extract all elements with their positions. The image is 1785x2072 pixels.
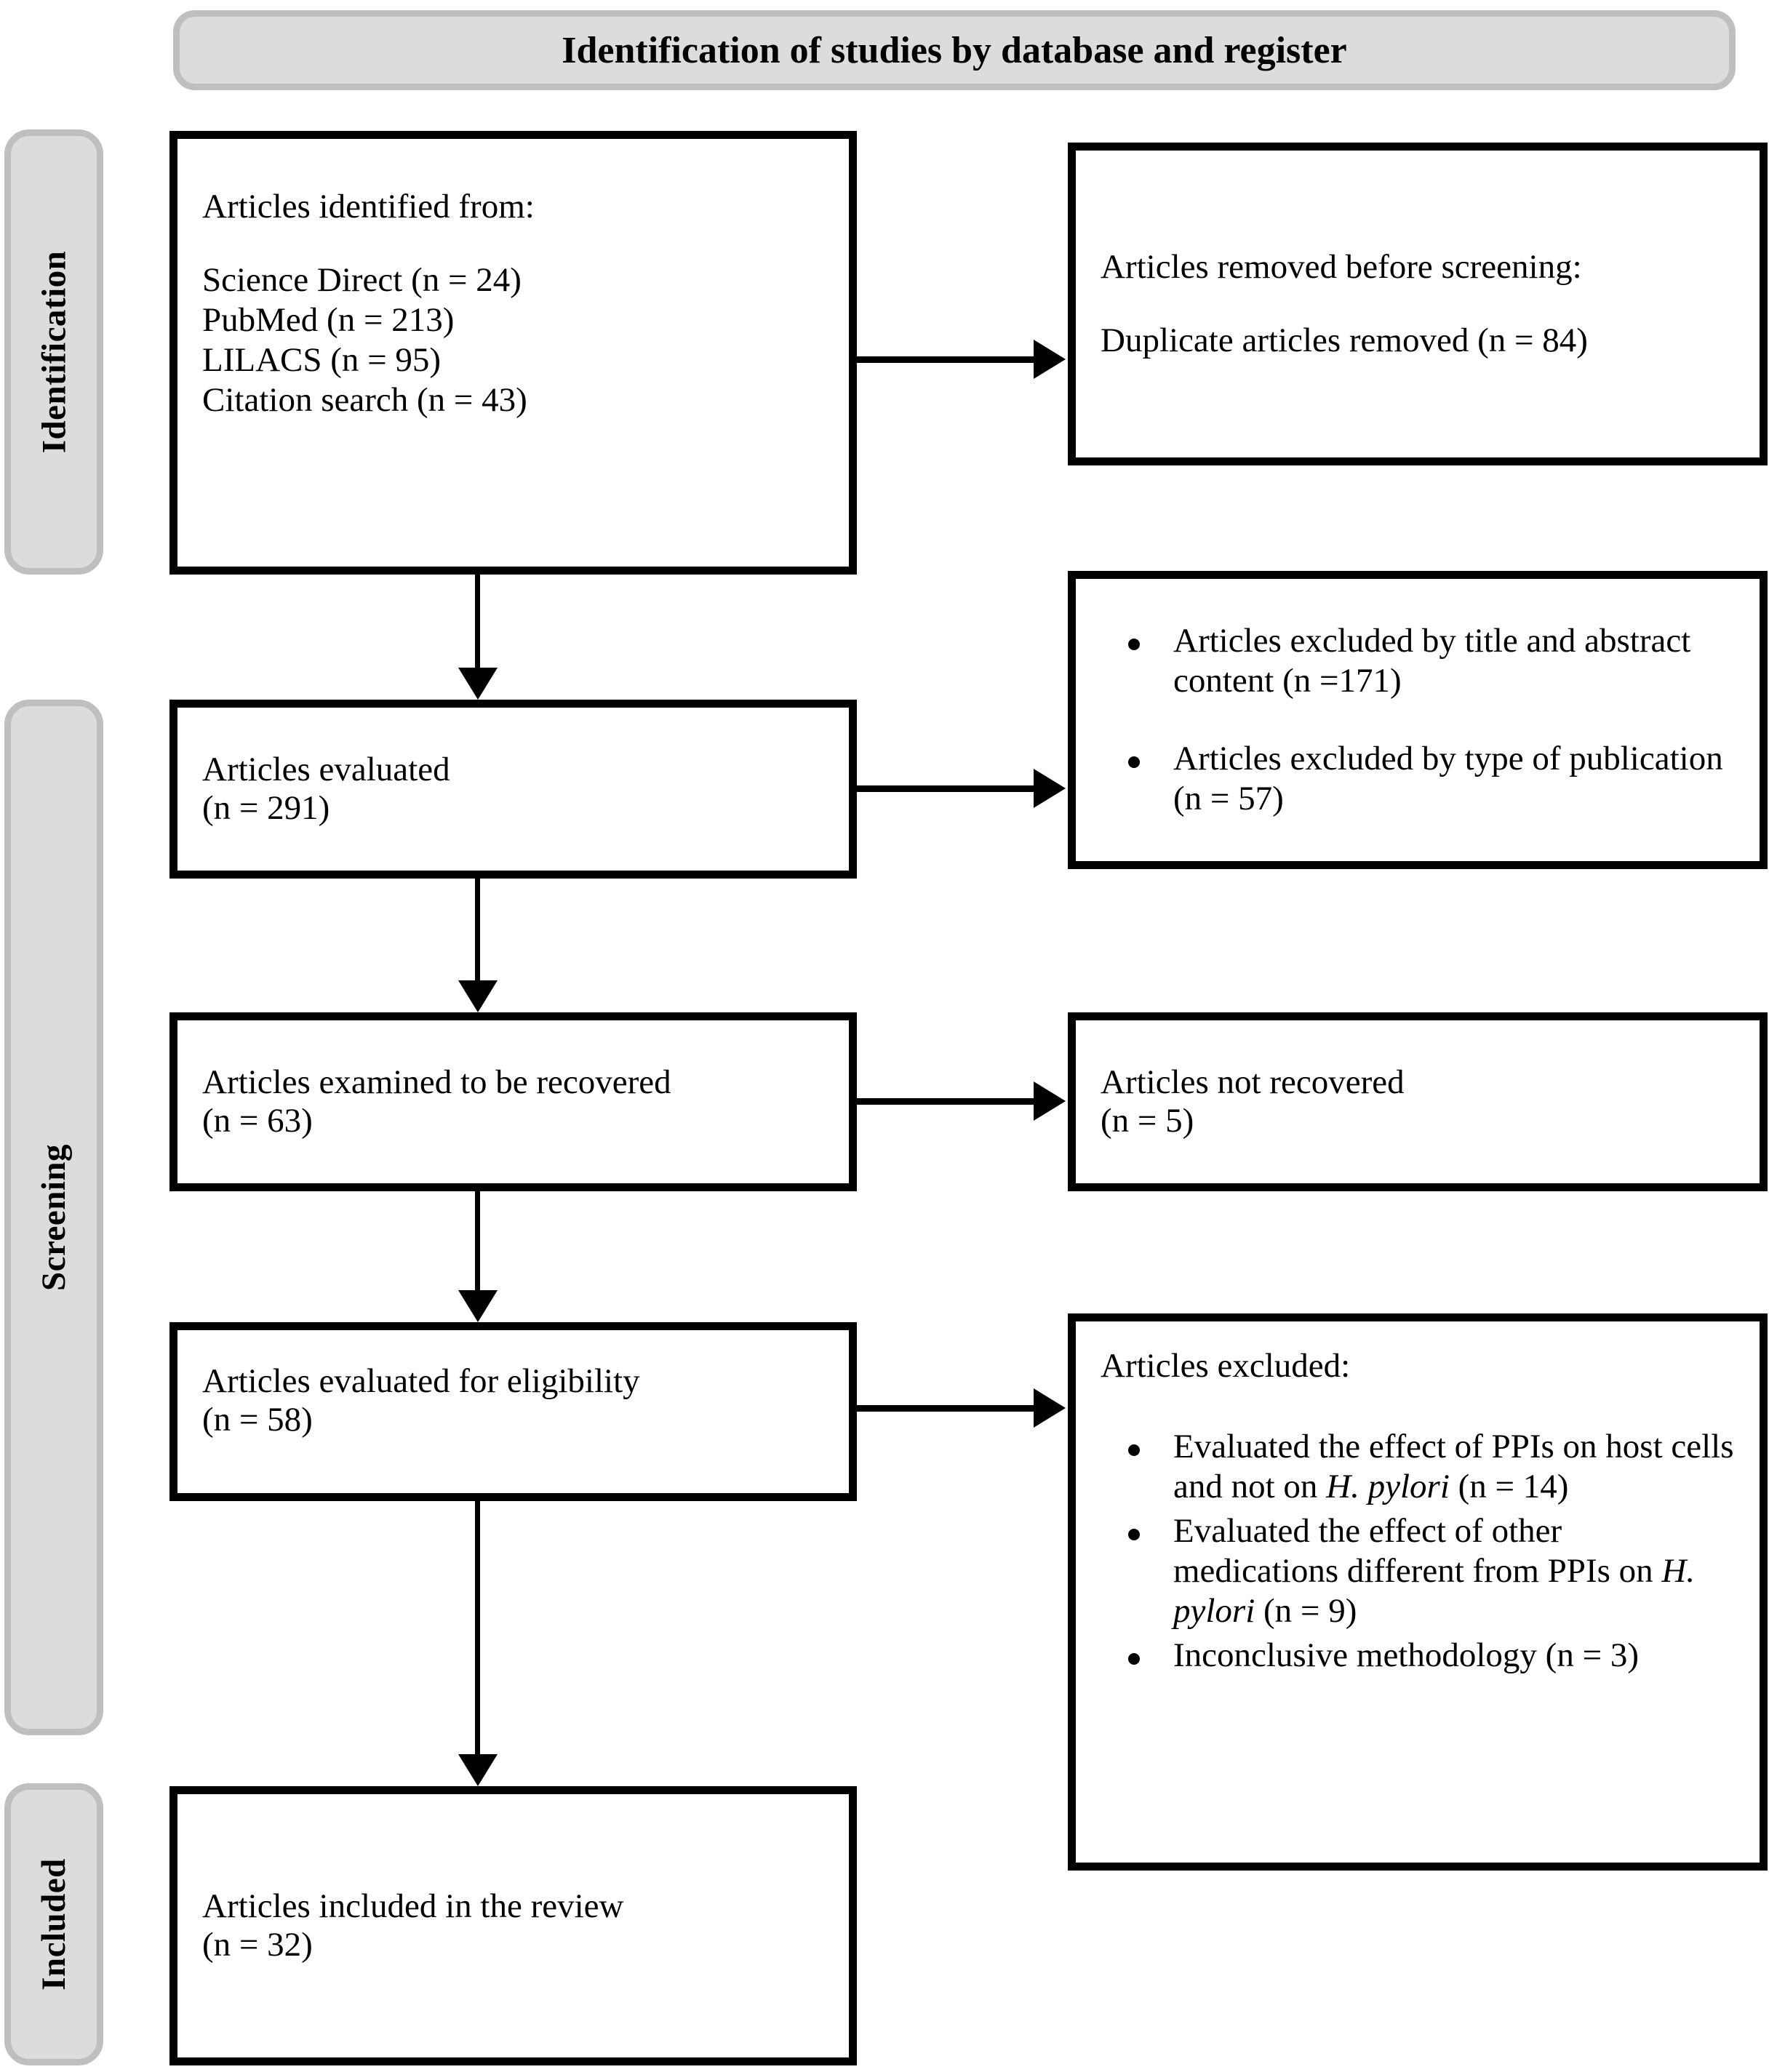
excluded-eligibility-item: Evaluated the effect of other medication… xyxy=(1101,1511,1735,1631)
excluded-screening-item: Articles excluded by type of publication… xyxy=(1101,739,1735,819)
box-articles-not-recovered: Articles not recovered (n = 5) xyxy=(1068,1012,1768,1191)
excluded-eligibility-heading: Articles excluded: xyxy=(1101,1347,1351,1385)
species-name-italic: H. pylori xyxy=(1173,1551,1696,1630)
arrow-examined-to-notrecovered-line xyxy=(857,1098,1036,1105)
arrow-eligibility-to-excluded-head xyxy=(1034,1388,1066,1428)
banner-title: Identification of studies by database an… xyxy=(562,29,1347,71)
arrow-evaluated-to-examined-head xyxy=(458,980,498,1012)
box-articles-excluded-screening: Articles excluded by title and abstract … xyxy=(1068,571,1768,869)
box-articles-included-review: Articles included in the review (n = 32) xyxy=(169,1786,857,2065)
phase-label-identification: Identification xyxy=(35,250,73,454)
included-line-1: Articles included in the review xyxy=(202,1887,624,1926)
identified-heading: Articles identified from: xyxy=(202,188,535,225)
included-line-2: (n = 32) xyxy=(202,1926,313,1964)
phase-label-screening: Screening xyxy=(35,1143,73,1292)
species-name-italic: H. pylori xyxy=(1326,1467,1450,1505)
excluded-eligibility-text-pre: Inconclusive methodology (n = 3) xyxy=(1173,1636,1639,1674)
arrow-examined-to-notrecovered-head xyxy=(1034,1081,1066,1121)
box-articles-eligibility: Articles evaluated for eligibility (n = … xyxy=(169,1322,857,1501)
identified-source-0: Science Direct (n = 24) xyxy=(202,260,522,299)
phase-bar-included: Included xyxy=(4,1783,103,2065)
arrow-eligibility-to-included-line xyxy=(475,1501,480,1757)
arrow-examined-to-eligibility-line xyxy=(475,1191,480,1293)
excluded-eligibility-text-post: (n = 14) xyxy=(1449,1467,1569,1505)
box-articles-identified: Articles identified from: Science Direct… xyxy=(169,131,857,575)
excluded-eligibility-list: Evaluated the effect of PPIs on host cel… xyxy=(1101,1427,1735,1676)
arrow-evaluated-to-excluded-head xyxy=(1034,769,1066,808)
eligibility-line-2: (n = 58) xyxy=(202,1400,313,1439)
excluded-eligibility-text-pre: Evaluated the effect of other medication… xyxy=(1173,1511,1662,1590)
arrow-identified-to-removed-head xyxy=(1034,340,1066,379)
phase-bar-screening: Screening xyxy=(4,700,103,1735)
phase-label-included: Included xyxy=(35,1858,73,1991)
not-recovered-line-1: Articles not recovered xyxy=(1101,1063,1405,1102)
evaluated-line-2: (n = 291) xyxy=(202,789,330,827)
identified-source-3: Citation search (n = 43) xyxy=(202,380,527,419)
examined-line-2: (n = 63) xyxy=(202,1102,313,1140)
arrow-identified-to-evaluated-head xyxy=(458,668,498,700)
box-articles-excluded-eligibility: Articles excluded: Evaluated the effect … xyxy=(1068,1313,1768,1871)
excluded-screening-item: Articles excluded by title and abstract … xyxy=(1101,621,1735,701)
excluded-eligibility-text-pre: Evaluated the effect of PPIs on host cel… xyxy=(1173,1427,1734,1505)
box-articles-evaluated: Articles evaluated (n = 291) xyxy=(169,700,857,879)
removed-detail: Duplicate articles removed (n = 84) xyxy=(1101,321,1588,359)
arrow-evaluated-to-examined-line xyxy=(475,879,480,983)
identified-source-2: LILACS (n = 95) xyxy=(202,340,442,379)
phase-bar-identification: Identification xyxy=(4,129,103,575)
removed-heading: Articles removed before screening: xyxy=(1101,248,1582,287)
evaluated-line-1: Articles evaluated xyxy=(202,751,450,789)
excluded-eligibility-text-post: (n = 9) xyxy=(1255,1591,1357,1630)
identified-source-1: PubMed (n = 213) xyxy=(202,300,455,339)
arrow-identified-to-evaluated-line xyxy=(475,575,480,671)
arrow-examined-to-eligibility-head xyxy=(458,1290,498,1322)
arrow-evaluated-to-excluded-line xyxy=(857,785,1036,792)
box-articles-examined-recovered: Articles examined to be recovered (n = 6… xyxy=(169,1012,857,1191)
arrow-eligibility-to-excluded-line xyxy=(857,1405,1036,1412)
examined-line-1: Articles examined to be recovered xyxy=(202,1063,671,1102)
excluded-screening-list: Articles excluded by title and abstract … xyxy=(1101,621,1735,819)
arrow-identified-to-removed-line xyxy=(857,356,1036,363)
excluded-eligibility-item: Inconclusive methodology (n = 3) xyxy=(1101,1636,1735,1676)
not-recovered-line-2: (n = 5) xyxy=(1101,1102,1194,1140)
excluded-eligibility-item: Evaluated the effect of PPIs on host cel… xyxy=(1101,1427,1735,1507)
arrow-eligibility-to-included-head xyxy=(458,1754,498,1786)
eligibility-line-1: Articles evaluated for eligibility xyxy=(202,1362,640,1400)
box-articles-removed-before-screening: Articles removed before screening: Dupli… xyxy=(1068,143,1768,465)
diagram-banner: Identification of studies by database an… xyxy=(173,10,1736,90)
